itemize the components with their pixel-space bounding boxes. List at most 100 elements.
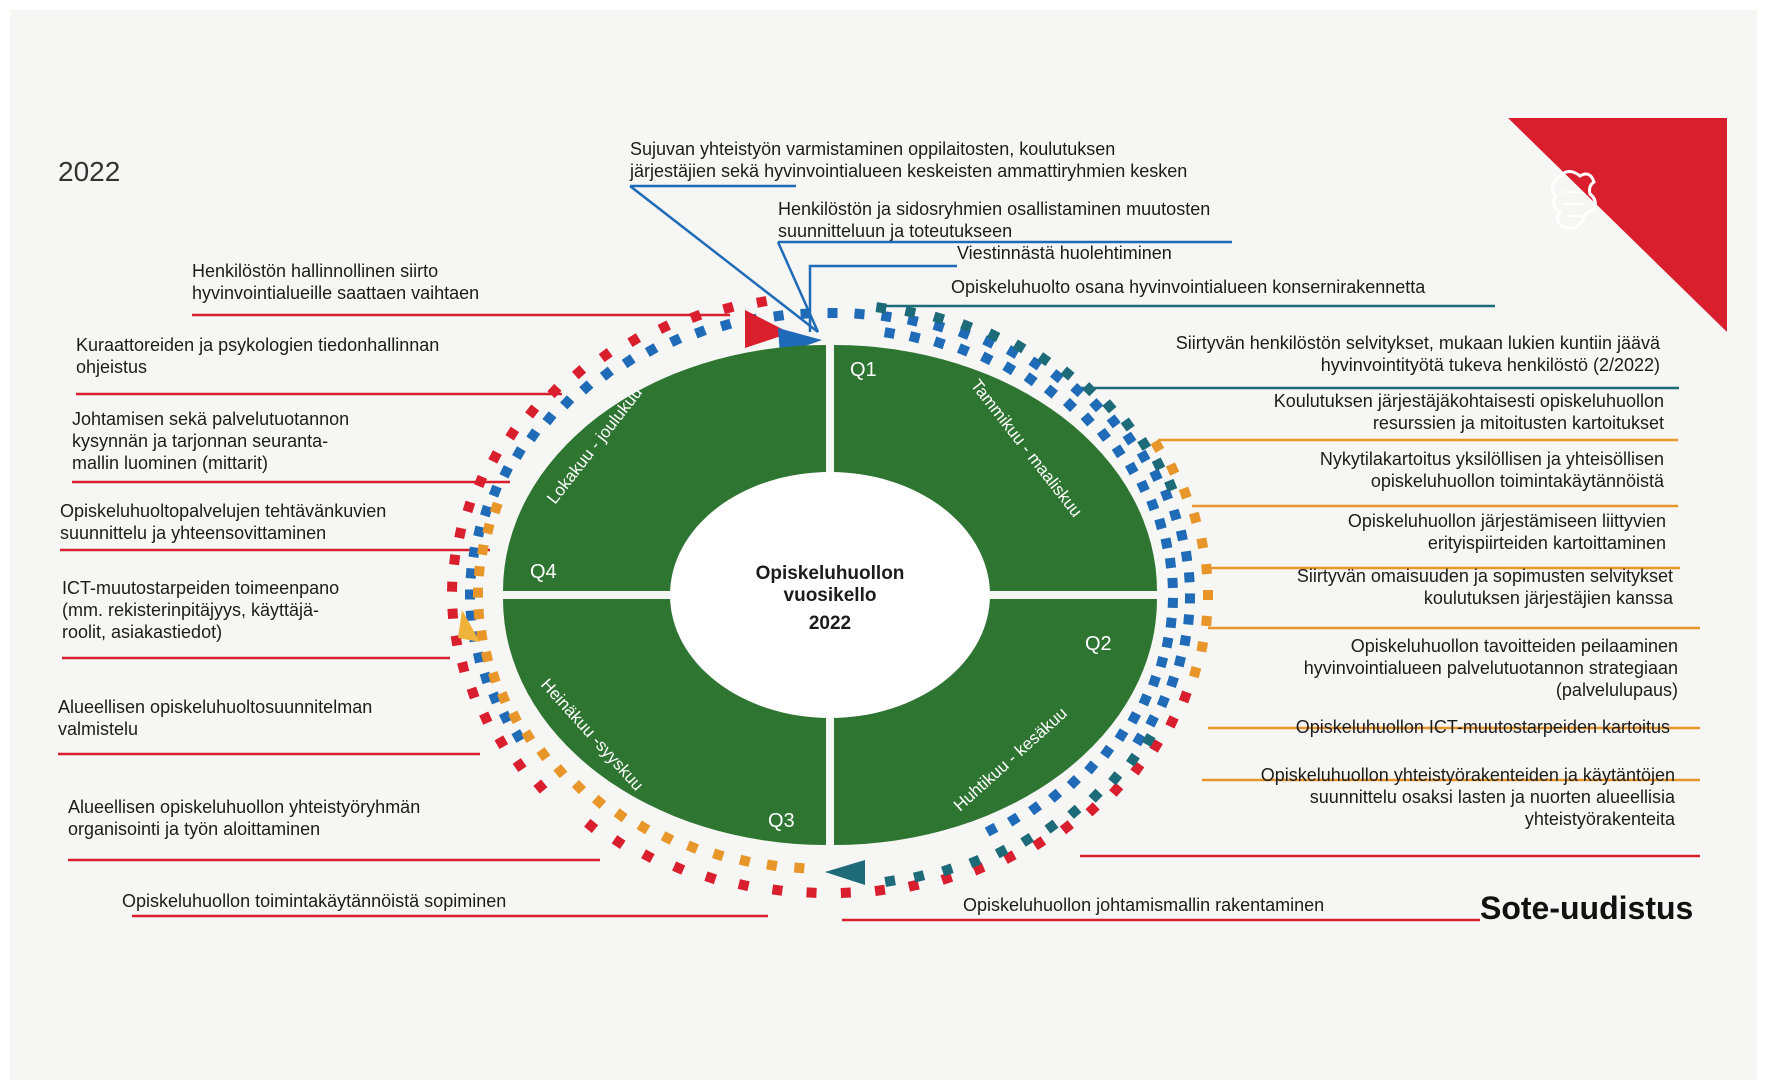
bottom-item-2: Opiskeluhuollon johtamismallin rakentami… — [963, 895, 1325, 915]
ring-dash-orange — [660, 831, 675, 845]
ring-dash-orange — [766, 859, 778, 871]
ring-dash-teal — [1060, 366, 1075, 381]
ring-dash-teal — [932, 311, 946, 325]
ring-dash-teal — [875, 302, 887, 314]
ring-dash-teal — [941, 863, 954, 877]
ring-dash-orange — [1196, 537, 1209, 550]
ring-dash-blue — [1062, 397, 1078, 413]
ring-dash-teal — [968, 854, 982, 869]
ring-dash-blue — [1096, 427, 1111, 442]
ring-dash-orange — [1165, 462, 1180, 476]
leader-lines — [58, 184, 1700, 922]
ring-dash-blue — [560, 395, 575, 410]
year-label: 2022 — [58, 156, 121, 187]
corner-flag — [1508, 118, 1727, 332]
ring-dash-blue — [1164, 557, 1177, 569]
ring-dash-blue — [1175, 529, 1188, 542]
ring-dash-blue — [827, 307, 838, 319]
lion-crest-icon — [1551, 170, 1597, 230]
ring-dash-orange — [489, 501, 503, 515]
ring-dash-red — [840, 887, 852, 898]
ring-dash-blue — [488, 484, 502, 498]
quarter-label-q4: Q4 — [530, 561, 557, 583]
top-item-1: Sujuvan yhteistyön varmistaminen oppilai… — [630, 139, 1188, 181]
ring-dash-orange — [476, 629, 488, 642]
ring-dash-teal — [912, 870, 926, 883]
ring-dash-blue — [1166, 675, 1179, 688]
ring-dash-blue — [1124, 461, 1139, 476]
ring-dash-blue — [644, 343, 659, 357]
top-item-3: Viestinnästä huolehtiminen — [957, 243, 1172, 263]
ring-dash-teal — [1067, 804, 1082, 819]
ring-dash-blue — [1114, 728, 1129, 743]
ring-dash-blue — [1161, 636, 1174, 649]
arrow-yellow — [458, 610, 480, 642]
ring-dash-red — [907, 879, 920, 892]
ring-dash-blue — [984, 822, 999, 837]
left-item-1: Henkilöstön hallinnollinen siirto hyvinv… — [192, 261, 480, 303]
ring-dash-orange — [481, 650, 494, 663]
top-item-2: Henkilöstön ja sidosryhmien osallistamin… — [778, 199, 1211, 241]
ring-dash-teal — [994, 844, 1009, 859]
ring-dash-blue — [1050, 369, 1065, 384]
ring-dash-blue — [1148, 674, 1161, 688]
ring-dash-blue — [1184, 593, 1196, 604]
ring-dash-blue — [1160, 537, 1173, 550]
left-item-6: Alueellisen opiskeluhuoltosuunnitelman v… — [58, 697, 373, 739]
ring-dash-blue — [1183, 571, 1195, 583]
ring-dash-red — [737, 879, 750, 892]
ring-dash-blue — [1002, 361, 1017, 376]
ring-dash-blue — [1167, 597, 1178, 609]
ring-dash-red — [1059, 820, 1074, 835]
ring-dash-red — [1109, 782, 1124, 797]
ring-dash-orange — [1201, 615, 1212, 627]
ring-dash-blue — [668, 333, 683, 347]
bottom-item-1: Opiskeluhuollon toimintakäytännöistä sop… — [122, 891, 507, 911]
top-item-4: Opiskeluhuolto osana hyvinvointialueen k… — [951, 277, 1426, 297]
ring-dash-teal — [884, 875, 896, 887]
ring-dash-orange — [1188, 666, 1202, 679]
ring-dash-blue — [1100, 744, 1115, 759]
ring-dash-red — [584, 818, 599, 833]
ring-dash-red — [505, 426, 520, 441]
ring-dash-teal — [904, 306, 917, 318]
ring-dash-teal — [986, 328, 1001, 342]
ring-dash-blue — [1180, 550, 1193, 562]
ring-dash-blue — [1155, 655, 1169, 669]
ring-dash-blue — [1122, 431, 1137, 446]
ring-dash-blue — [1027, 801, 1042, 816]
ring-dash-orange — [482, 522, 495, 535]
left-item-7: Alueellisen opiskeluhuollon yhteistyöryh… — [68, 797, 421, 839]
ring-dash-blue — [1132, 732, 1147, 747]
ring-dash-teal — [960, 319, 974, 333]
ring-dash-blue — [512, 446, 526, 460]
ring-dash-blue — [1179, 634, 1192, 647]
ring-dash-blue — [464, 589, 476, 600]
ring-dash-blue — [1149, 468, 1163, 483]
ring-dash-red — [473, 474, 488, 488]
ring-dash-red — [722, 301, 735, 315]
ring-dash-red — [657, 320, 671, 334]
ring-dash-red — [512, 758, 527, 773]
year-clock-diagram: Q1 Q2 Q3 Q4 Tammikuu - maaliskuu Huhtiku… — [58, 118, 1727, 922]
ring-dash-red — [479, 711, 493, 725]
ring-dash-blue — [1138, 693, 1152, 707]
ring-dash-red — [611, 835, 626, 849]
ring-dash-orange — [1188, 511, 1202, 524]
ring-dash-red — [704, 871, 718, 885]
ring-dash-teal — [1088, 788, 1103, 803]
ring-dash-orange — [738, 854, 751, 867]
arrow-teal — [825, 860, 865, 885]
ring-dash-red — [466, 686, 480, 700]
quarter-label-q1: Q1 — [850, 359, 877, 381]
ring-dash-red — [454, 527, 467, 539]
ring-dash-orange — [488, 671, 501, 684]
ring-dash-orange — [497, 691, 511, 705]
ring-dash-red — [874, 884, 886, 896]
ring-dash-red — [571, 365, 587, 380]
ring-dash-blue — [473, 525, 486, 538]
ring-dash-orange — [613, 808, 628, 823]
ring-dash-orange — [1201, 563, 1212, 575]
left-item-3: Johtamisen sekä palvelutuotannon kysynnä… — [72, 409, 350, 473]
ring-dash-orange — [553, 764, 568, 779]
